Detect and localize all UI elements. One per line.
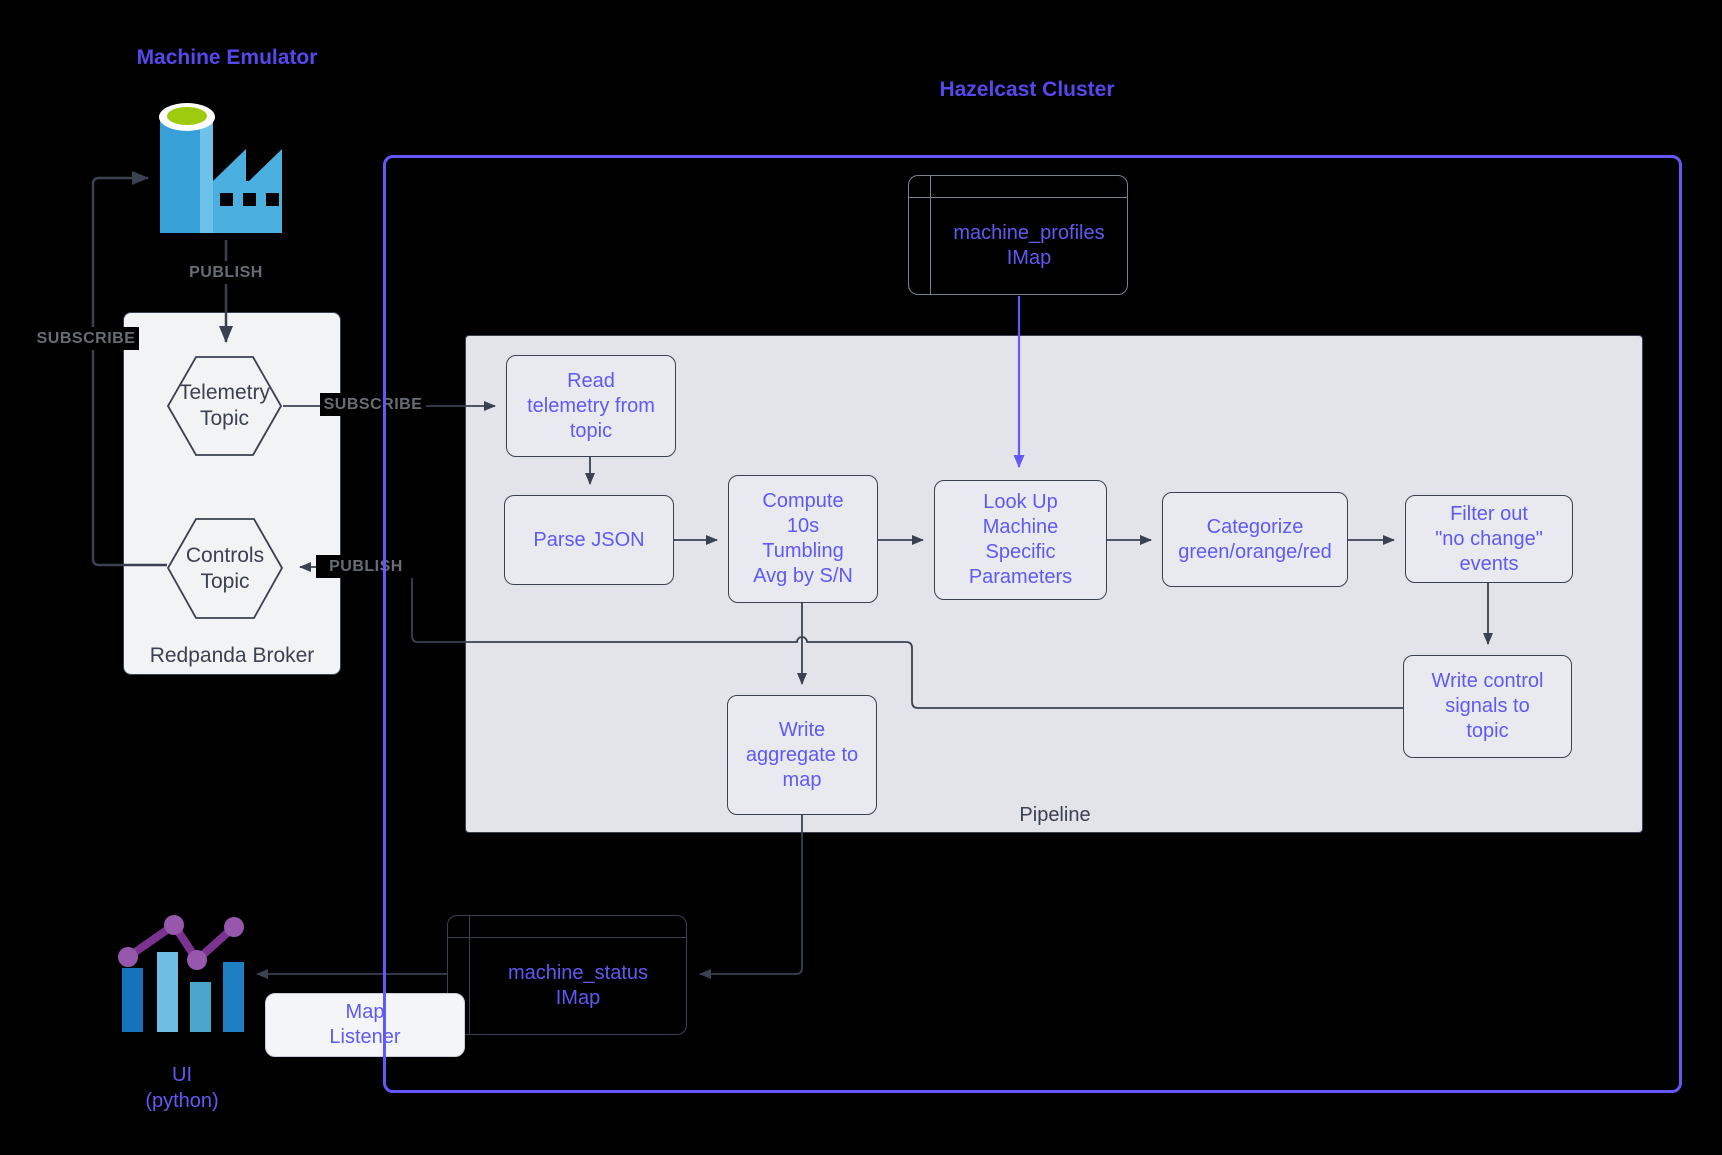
hazelcast-cluster-title: Hazelcast Cluster [939, 78, 1115, 101]
map-listener-node: Map Listener [265, 993, 465, 1057]
categorize-node: Categorize green/orange/red [1162, 492, 1348, 587]
imap-header-row [909, 176, 1127, 198]
subscribe-label-emulator: SUBSCRIBE [33, 327, 139, 350]
look-up-node: Look Up Machine Specific Parameters [934, 480, 1107, 600]
machine-status-imap-node: machine_status IMap [447, 915, 687, 1035]
telemetry-topic-label: Telemetry Topic [178, 381, 271, 430]
imap-left-column [448, 916, 470, 1034]
telemetry-topic-node: Telemetry Topic [167, 355, 282, 457]
controls-topic-label: Controls Topic [185, 543, 265, 593]
machine-profiles-imap-label: machine_profiles IMap [953, 222, 1105, 269]
machine-profiles-imap-node: machine_profiles IMap [908, 175, 1128, 295]
hexagon-shape [167, 518, 283, 619]
parse-json-node: Parse JSON [504, 495, 674, 585]
write-control-node: Write control signals to topic [1403, 655, 1572, 758]
factory-icon [159, 103, 282, 233]
compute-avg-node: Compute 10s Tumbling Avg by S/N [728, 475, 878, 603]
bar-chart-icon [118, 915, 244, 1032]
machine-status-imap-label: machine_status IMap [507, 962, 649, 1009]
read-telemetry-node: Read telemetry from topic [506, 355, 676, 457]
publish-label-emulator: PUBLISH [176, 261, 276, 284]
publish-label-pipeline: PUBLISH [316, 555, 416, 578]
subscribe-label-pipeline: SUBSCRIBE [320, 393, 426, 416]
hexagon-shape [167, 356, 282, 456]
edge-writeaggregate-to-statusimap [699, 815, 803, 979]
ui-label: UI (python) [145, 1064, 219, 1112]
controls-topic-node: Controls Topic [167, 517, 283, 620]
imap-left-column [909, 176, 931, 294]
filter-events-node: Filter out "no change" events [1405, 495, 1573, 583]
machine-emulator-title: Machine Emulator [136, 46, 318, 69]
pipeline-label: Pipeline [1019, 804, 1091, 826]
write-aggregate-node: Write aggregate to map [727, 695, 877, 815]
imap-header-row [448, 916, 686, 938]
redpanda-broker-label: Redpanda Broker [149, 644, 315, 667]
